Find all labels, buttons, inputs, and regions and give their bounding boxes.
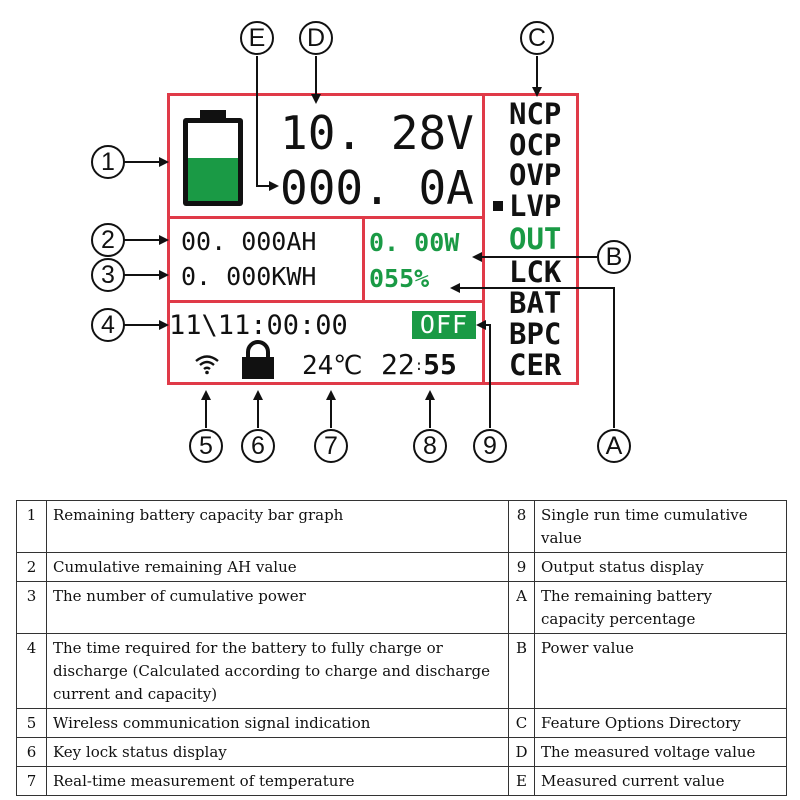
menu-item-ncp: NCP bbox=[509, 97, 562, 131]
legend-description: The remaining battery capacity percentag… bbox=[534, 581, 787, 634]
legend-description: Measured current value bbox=[534, 766, 787, 796]
energy-kwh-readout: 0. 000KWH bbox=[181, 262, 317, 291]
capacity-ah-readout: 00. 000AH bbox=[181, 227, 317, 256]
callout-4: 4 bbox=[91, 308, 125, 342]
legend-key: D bbox=[508, 737, 535, 767]
legend-table: 1 Remaining battery capacity bar graph 8… bbox=[16, 500, 787, 796]
legend-description: Key lock status display bbox=[46, 737, 509, 767]
callout-9: 9 bbox=[473, 429, 507, 463]
legend-key: 8 bbox=[508, 500, 535, 553]
legend-row: 6 Key lock status display D The measured… bbox=[16, 737, 787, 767]
legend-description: Cumulative remaining AH value bbox=[46, 552, 509, 582]
legend-key: 7 bbox=[16, 766, 47, 796]
legend-description: The time required for the battery to ful… bbox=[46, 633, 509, 709]
callout-8: 8 bbox=[413, 429, 447, 463]
legend-description: The measured voltage value bbox=[534, 737, 787, 767]
arrow-A bbox=[450, 283, 615, 428]
divider-top-section bbox=[167, 216, 483, 219]
legend-key: 3 bbox=[16, 581, 47, 634]
legend-row: 2 Cumulative remaining AH value 9 Output… bbox=[16, 552, 787, 582]
menu-selected-marker bbox=[493, 201, 503, 211]
menu-item-cer: CER bbox=[509, 348, 562, 382]
callout-b: B bbox=[597, 240, 631, 274]
legend-key: 1 bbox=[16, 500, 47, 553]
menu-item-lck: LCK bbox=[509, 255, 562, 289]
arrow-9 bbox=[476, 320, 491, 428]
divider-bottom-section bbox=[167, 300, 483, 303]
legend-row: 5 Wireless communication signal indicati… bbox=[16, 708, 787, 738]
callout-6: 6 bbox=[241, 429, 275, 463]
legend-key: 4 bbox=[16, 633, 47, 709]
current-readout: 000. 0A bbox=[280, 161, 474, 215]
callout-d: D bbox=[299, 21, 333, 55]
legend-key: A bbox=[508, 581, 535, 634]
percent-readout: 055% bbox=[369, 264, 430, 293]
legend-key: B bbox=[508, 633, 535, 709]
callout-1: 1 bbox=[91, 145, 125, 179]
legend-key: E bbox=[508, 766, 535, 796]
callout-e: E bbox=[240, 21, 274, 55]
divider-middle-vertical bbox=[362, 216, 365, 301]
menu-item-ocp: OCP bbox=[509, 128, 562, 162]
legend-row: 4 The time required for the battery to f… bbox=[16, 633, 787, 709]
callout-5: 5 bbox=[189, 429, 223, 463]
menu-item-lvp: LVP bbox=[509, 189, 562, 223]
legend-description: Output status display bbox=[534, 552, 787, 582]
callout-c: C bbox=[520, 21, 554, 55]
callout-7: 7 bbox=[314, 429, 348, 463]
callout-arrows bbox=[124, 56, 615, 428]
temperature-readout: 24℃ bbox=[302, 351, 363, 381]
legend-description: The number of cumulative power bbox=[46, 581, 509, 634]
menu-item-ovp: OVP bbox=[509, 158, 562, 192]
output-status-badge: OFF bbox=[412, 311, 476, 339]
legend-description: Single run time cumulative value bbox=[534, 500, 787, 553]
wifi-icon bbox=[195, 355, 219, 375]
legend-key: 5 bbox=[16, 708, 47, 738]
legend-key: 2 bbox=[16, 552, 47, 582]
battery-body bbox=[183, 118, 243, 206]
battery-inner bbox=[188, 123, 238, 201]
clock-readout: 22:55 bbox=[381, 351, 457, 379]
lock-icon bbox=[242, 340, 274, 379]
legend-key: 9 bbox=[508, 552, 535, 582]
legend-description: Real-time measurement of temperature bbox=[46, 766, 509, 796]
menu-item-bat: BAT bbox=[509, 286, 562, 320]
legend-row: 3 The number of cumulative power A The r… bbox=[16, 581, 787, 634]
battery-icon bbox=[183, 110, 243, 206]
battery-level-fill bbox=[188, 158, 238, 201]
callout-a: A bbox=[597, 429, 631, 463]
power-readout: 0. 00W bbox=[369, 228, 460, 257]
divider-right-column bbox=[482, 93, 485, 385]
arrow-E bbox=[256, 56, 279, 191]
clock-hours: 22 bbox=[381, 348, 415, 381]
clock-minutes: 55 bbox=[423, 348, 457, 381]
callout-2: 2 bbox=[91, 223, 125, 257]
menu-item-bpc: BPC bbox=[509, 317, 562, 351]
legend-key: C bbox=[508, 708, 535, 738]
battery-cap bbox=[200, 110, 226, 118]
callout-3: 3 bbox=[91, 258, 125, 292]
charge-timer-readout: 11\11:00:00 bbox=[169, 310, 348, 341]
clock-separator: : bbox=[414, 358, 424, 374]
legend-row: 7 Real-time measurement of temperature E… bbox=[16, 766, 787, 796]
voltage-readout: 10. 28V bbox=[280, 106, 474, 160]
legend-description: Remaining battery capacity bar graph bbox=[46, 500, 509, 553]
legend-description: Power value bbox=[534, 633, 787, 709]
menu-item-out: OUT bbox=[509, 222, 562, 256]
lcd-diagram: 10. 28V 000. 0A 00. 000AH 0. 000KWH 0. 0… bbox=[91, 21, 631, 463]
legend-description: Feature Options Directory bbox=[534, 708, 787, 738]
legend-row: 1 Remaining battery capacity bar graph 8… bbox=[16, 500, 787, 553]
legend-description: Wireless communication signal indication bbox=[46, 708, 509, 738]
legend-key: 6 bbox=[16, 737, 47, 767]
